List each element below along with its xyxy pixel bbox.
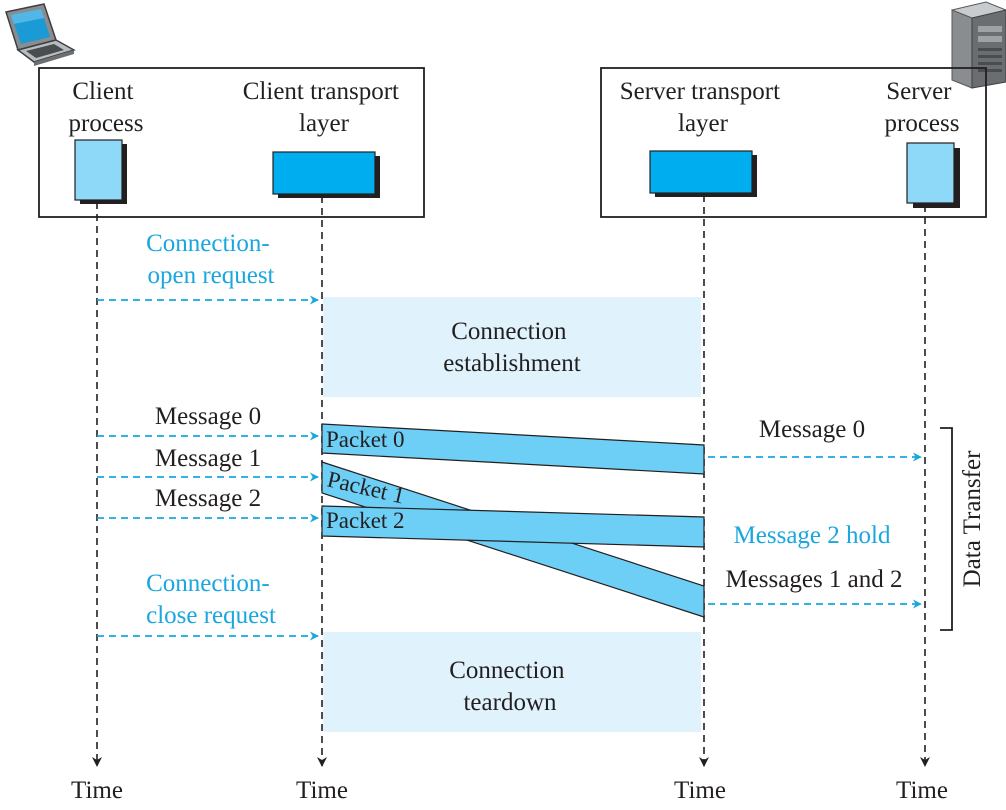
data-transfer-label: Data Transfer <box>959 450 986 587</box>
time-label-server-transport: Time <box>674 777 726 804</box>
packet-2-label: Packet 2 <box>326 508 405 533</box>
time-label-client-process: Time <box>71 777 123 804</box>
connection-close-request-label: Connection- close request <box>146 570 276 629</box>
client-host-box <box>38 67 425 218</box>
connection-establishment-region <box>323 297 701 397</box>
server-message-0-label: Message 0 <box>759 416 865 443</box>
connection-establishment-label: Connection establishment <box>443 318 581 377</box>
time-label-client-transport: Time <box>296 777 348 804</box>
connection-teardown-label: Connection teardown <box>449 657 571 716</box>
message-2-hold-label: Message 2 hold <box>734 522 891 549</box>
packet-0-band <box>321 423 705 475</box>
packet-2-band <box>321 505 705 548</box>
server-process-label: Server process <box>885 78 960 137</box>
server-transport-label: Server transport layer <box>620 78 787 137</box>
server-process-document-icon <box>906 142 960 208</box>
client-message-1-label: Message 1 <box>155 445 261 472</box>
laptop-icon <box>5 3 76 66</box>
client-process-label: Client process <box>69 78 144 137</box>
connection-open-request-label: Connection- open request <box>146 230 276 289</box>
packet-0-label: Packet 0 <box>326 427 405 452</box>
server-tower-icon <box>951 1 1006 89</box>
server-transport-layer-block <box>649 150 757 197</box>
data-transfer-bracket <box>940 427 953 631</box>
connection-teardown-region <box>323 632 701 732</box>
client-transport-layer-block <box>272 151 380 198</box>
client-transport-label: Client transport layer <box>243 78 405 137</box>
time-label-server-process: Time <box>896 777 948 804</box>
client-process-document-icon <box>74 139 127 204</box>
messages-1-and-2-label: Messages 1 and 2 <box>725 566 902 593</box>
client-message-2-label: Message 2 <box>155 485 261 512</box>
client-message-0-label: Message 0 <box>155 403 261 430</box>
server-host-box <box>600 67 987 218</box>
